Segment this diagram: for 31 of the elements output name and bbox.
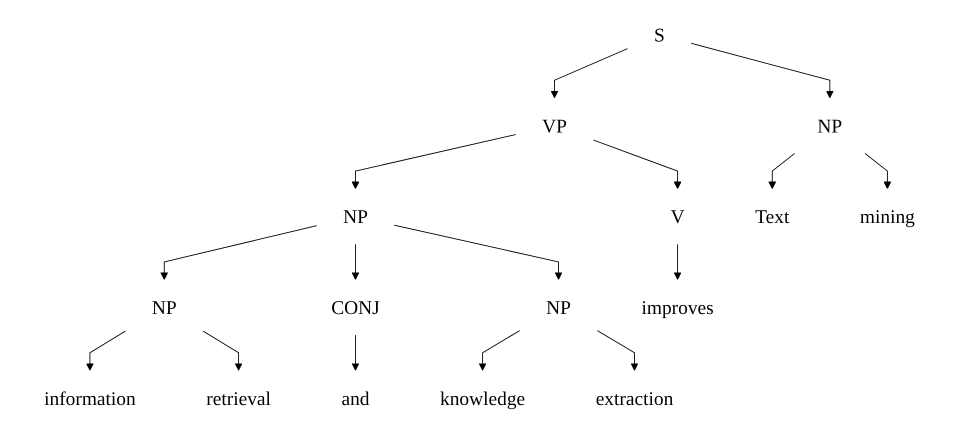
arrow: [550, 48, 628, 98]
node-text: and: [341, 387, 370, 410]
arrow: [478, 330, 520, 371]
node-text: S: [654, 24, 665, 46]
node-text: extraction: [596, 387, 674, 410]
arrow: [160, 225, 318, 280]
arrow: [596, 330, 638, 371]
arrow: [674, 244, 682, 280]
node-text: NP: [152, 296, 177, 318]
node-text: VP: [542, 114, 567, 137]
arrow: [690, 42, 834, 98]
arrow: [352, 334, 360, 371]
node-text: mining: [860, 205, 915, 228]
node-text: retrieval: [206, 387, 271, 410]
arrow: [352, 134, 516, 190]
arrow: [86, 330, 126, 371]
node-text: NP: [546, 296, 571, 318]
arrow: [864, 153, 892, 190]
node-text: NP: [343, 205, 368, 228]
node-text: information: [44, 387, 136, 410]
arrow: [394, 224, 562, 280]
node-text: Text: [755, 205, 790, 228]
arrow: [202, 330, 242, 371]
node-text: knowledge: [440, 387, 526, 410]
arrow: [352, 244, 360, 280]
arrow: [768, 153, 796, 190]
node-text: V: [670, 205, 685, 228]
node-text: NP: [817, 114, 842, 137]
arrow: [592, 140, 682, 190]
node-text: CONJ: [331, 296, 380, 318]
node-text: improves: [641, 296, 714, 318]
